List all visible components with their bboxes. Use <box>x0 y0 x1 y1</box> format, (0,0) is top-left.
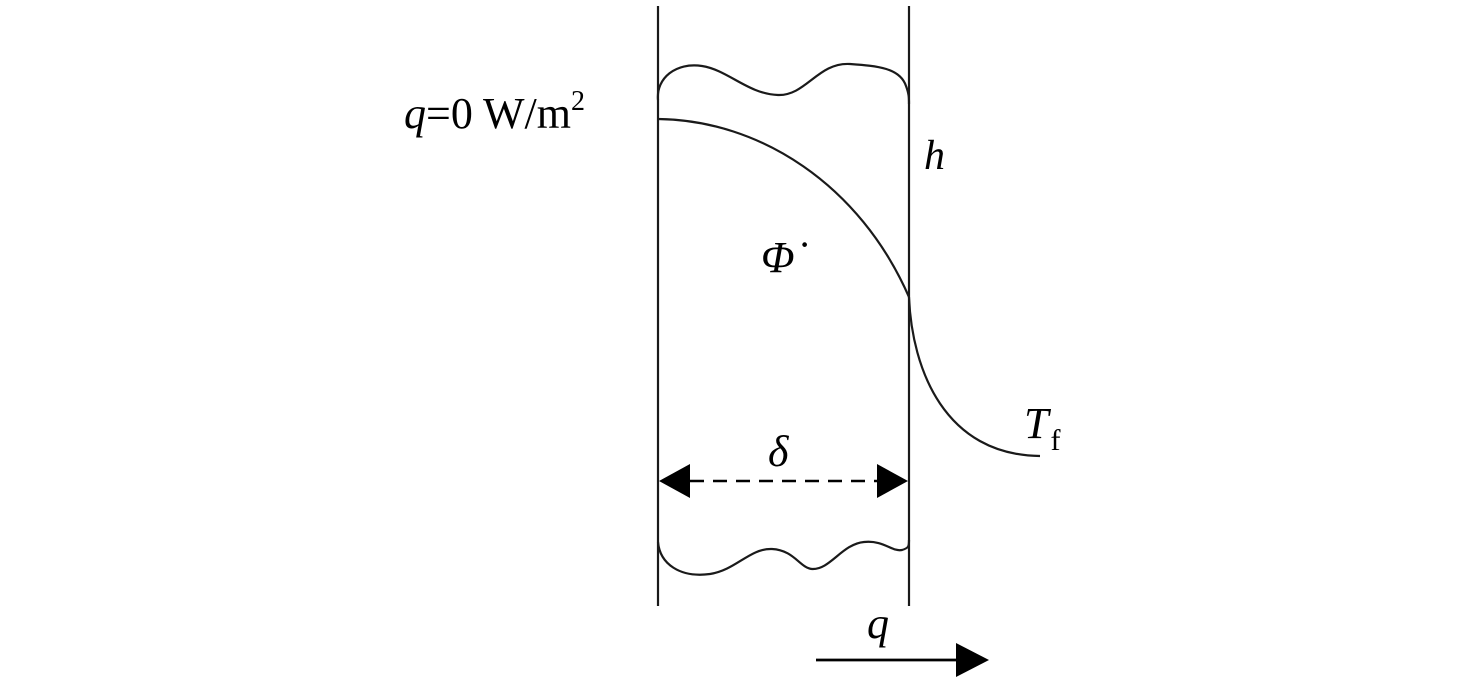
left-boundary-value: =0 W/m <box>426 89 571 138</box>
left-boundary-label: q=0 W/m2 <box>404 86 585 138</box>
fluid-temperature-label: Tf <box>1024 399 1060 457</box>
fluid-temperature-curve <box>907 296 1041 458</box>
top-break-line <box>656 62 911 105</box>
thickness-label: δ <box>768 427 790 476</box>
heat-flux-label: q <box>867 599 889 648</box>
left-boundary-symbol: q <box>404 89 426 138</box>
heat-generation-label: Φ̇ <box>761 233 807 282</box>
left-boundary-exponent: 2 <box>571 86 585 117</box>
convection-coefficient-label: h <box>924 133 945 179</box>
temperature-profile-curve <box>657 117 911 298</box>
fluid-temperature-symbol: T <box>1024 399 1052 448</box>
thickness-arrowhead-left <box>659 464 690 498</box>
thickness-arrowhead-right <box>877 464 908 498</box>
bottom-break-line <box>656 539 911 576</box>
fluid-temperature-subscript: f <box>1050 424 1060 457</box>
heat-flux-arrowhead <box>956 643 989 677</box>
